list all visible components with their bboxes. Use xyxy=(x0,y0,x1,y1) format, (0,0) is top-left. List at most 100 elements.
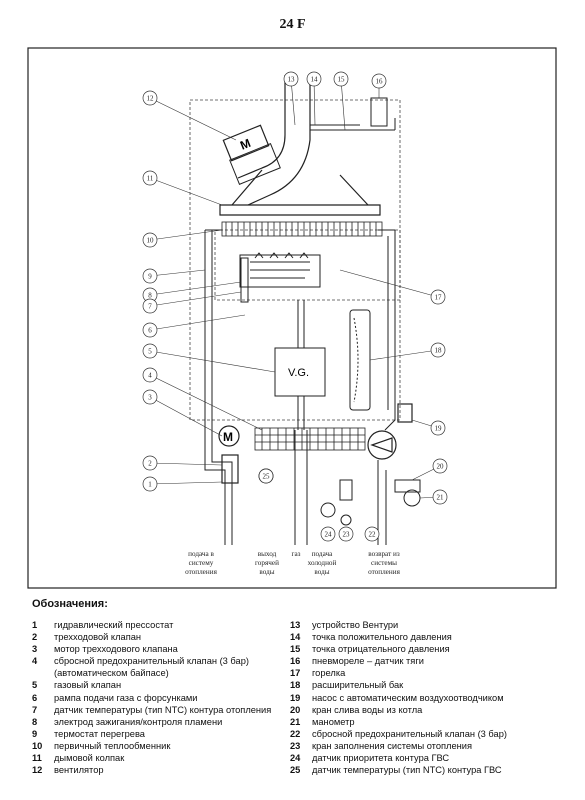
callout-14: 14 xyxy=(311,76,319,84)
legend-item: 16 пневмореле – датчик тяги xyxy=(290,655,560,667)
callout-1: 1 xyxy=(148,481,152,489)
legend-item: 19 насос с автоматическим воздухоотводчик… xyxy=(290,692,560,704)
callout-3: 3 xyxy=(148,394,152,402)
callout-4: 4 xyxy=(148,372,152,380)
burner xyxy=(239,252,321,288)
callout-21: 21 xyxy=(437,494,445,502)
air-pressure-switch xyxy=(310,97,396,131)
callout-6: 6 xyxy=(148,327,152,335)
legend-num xyxy=(32,667,54,679)
conn-label-line: газ xyxy=(292,550,301,558)
lower-components xyxy=(258,468,421,526)
callout-17: 17 xyxy=(435,294,443,302)
legend-num: 23 xyxy=(290,740,301,751)
callout-15: 15 xyxy=(338,76,346,84)
legend-num: 13 xyxy=(290,620,301,630)
callout-19: 19 xyxy=(435,425,443,433)
legend-num: 5 xyxy=(32,680,38,691)
legend-item: 20 кран слива воды из котла xyxy=(290,704,560,716)
primary-heat-exchanger xyxy=(221,221,383,237)
callout-labels: 12 11 10 9 8 7 6 5 4 3 2 1 13 14 15 16 1… xyxy=(147,76,445,539)
legend-text: электрод зажигания/контроля пламени xyxy=(54,716,223,727)
conn-label-line: отопления xyxy=(368,568,400,576)
legend-num: 10 xyxy=(32,740,43,751)
legend-right-column: 13 устройство Вентури 14 точка положительн… xyxy=(290,619,560,776)
conn-label-line: выход xyxy=(258,550,277,558)
gas-valve xyxy=(274,300,326,545)
page-title: 24 F xyxy=(279,17,306,32)
legend-num: 14 xyxy=(290,632,301,643)
conn-label-line: воды xyxy=(259,568,274,576)
boiler-schematic: M V.G. xyxy=(27,47,557,589)
legend-text: пневмореле – датчик тяги xyxy=(312,656,424,667)
legend-text: горелка xyxy=(312,668,346,679)
legend-text: точка отрицательного давления xyxy=(312,644,450,655)
legend-item: 6 рампа подачи газа с форсунками xyxy=(32,692,287,704)
legend-item: 23 кран заполнения системы отопления xyxy=(290,740,560,752)
legend-num: 4 xyxy=(32,656,38,667)
legend-text: кран слива воды из котла xyxy=(312,704,423,715)
conn-label-line: подача xyxy=(312,550,333,558)
legend-text: первичный теплообменник xyxy=(54,740,171,751)
callout-22: 22 xyxy=(369,531,377,539)
legend-text: датчик температуры (тип NTC) контура ото… xyxy=(54,704,272,715)
legend-num: 12 xyxy=(32,765,43,776)
fan xyxy=(222,124,281,185)
legend-text: устройство Вентури xyxy=(312,620,399,630)
conn-label-line: холодной xyxy=(308,559,337,567)
legend-text: точка положительного давления xyxy=(312,632,452,643)
conn-label-line: отопления xyxy=(185,568,217,576)
conn-label-line: подача в xyxy=(188,550,214,558)
conn-label-line: горячей xyxy=(255,559,279,567)
connection-gas: газ xyxy=(292,550,301,558)
gas-ramp xyxy=(240,257,249,303)
legend-num: 6 xyxy=(32,692,38,703)
legend-text: насос с автоматическим воздухоотводчиком xyxy=(312,692,504,703)
expansion-vessel xyxy=(349,309,371,411)
callout-2: 2 xyxy=(148,460,152,468)
legend-num: 11 xyxy=(32,753,42,764)
three-way-valve-motor xyxy=(218,425,240,484)
callout-23: 23 xyxy=(343,531,351,539)
connection-heating-return: возврат из системы отопления xyxy=(368,550,400,576)
legend-num: 20 xyxy=(290,704,301,715)
legend-item: 13 устройство Вентури xyxy=(290,619,560,631)
callout-10: 10 xyxy=(147,237,155,245)
legend-num: 15 xyxy=(290,644,301,655)
pump xyxy=(367,403,413,460)
legend-text: манометр xyxy=(312,716,355,727)
legend-num: 9 xyxy=(32,728,38,739)
connection-hot-water-out: выход горячей воды xyxy=(255,550,279,576)
fan-motor-label: M xyxy=(238,136,253,153)
callout-8: 8 xyxy=(148,292,152,300)
legend-num: 22 xyxy=(290,728,301,739)
conn-label-line: воды xyxy=(314,568,329,576)
legend-text: рампа подачи газа с форсунками xyxy=(54,692,198,703)
callout-5: 5 xyxy=(148,348,152,356)
callout-7: 7 xyxy=(148,303,152,311)
smoke-hood xyxy=(219,75,381,216)
legend-text: трехходовой клапан xyxy=(54,632,142,643)
callout-24: 24 xyxy=(325,531,333,539)
callout-25: 25 xyxy=(263,473,271,481)
legend-num: 19 xyxy=(290,692,301,703)
legend-text: газовый клапан xyxy=(54,680,122,691)
legend-text: расширительный бак xyxy=(312,680,404,691)
callout-markers xyxy=(142,71,448,542)
legend-text: кран заполнения системы отопления xyxy=(312,740,472,751)
legend-num: 25 xyxy=(290,765,301,776)
legend-num: 16 xyxy=(290,656,301,667)
